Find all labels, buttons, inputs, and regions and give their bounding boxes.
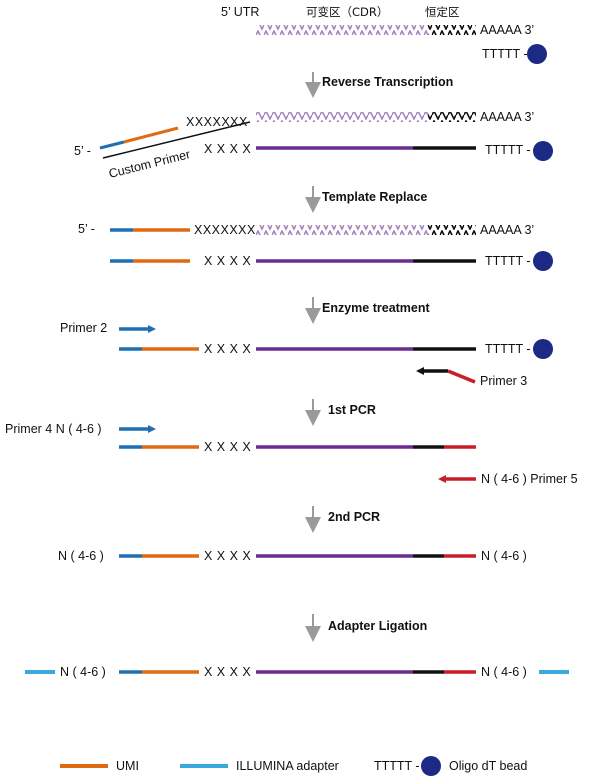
- step-label: 2nd PCR: [328, 510, 380, 524]
- mrna-top: 5’ UTR 可变区（CDR） 恒定区 AAAAA 3’ TTTTT -: [221, 5, 547, 64]
- n46-right-label: N ( 4-6 ): [481, 665, 527, 679]
- primer5-arrowhead: [438, 475, 446, 483]
- variable-region-label: 可变区（CDR）: [306, 5, 388, 19]
- xxxxxxx-label: XXXXXXX: [186, 115, 248, 129]
- polyt-label: TTTTT -: [485, 254, 531, 268]
- xxxx-label: X X X X: [204, 665, 251, 679]
- rt-product: XXXXXXX AAAAA 3’ Custom Primer 5’ - X X …: [74, 110, 553, 181]
- n46-left-label: N ( 4-6 ): [60, 665, 106, 679]
- step-label: Reverse Transcription: [322, 75, 453, 89]
- mrna-variable-wave: [256, 25, 428, 35]
- ligation-product: N ( 4-6 ) X X X X N ( 4-6 ): [25, 665, 569, 679]
- xxxx-label: X X X X: [204, 254, 251, 268]
- polyt-label: TTTTT -: [482, 47, 528, 61]
- primer4-arrowhead: [148, 425, 156, 433]
- mrna-constant-wave: [428, 225, 476, 235]
- legend-oligo-prefix: TTTTT -: [374, 759, 420, 773]
- xxxx-label: X X X X: [204, 142, 251, 156]
- n46-right-label: N ( 4-6 ): [481, 549, 527, 563]
- primer2-label: Primer 2: [60, 321, 107, 335]
- mrna-variable-wave: [256, 225, 428, 235]
- primer-umi-segment: [123, 126, 179, 144]
- polya-label: AAAAA 3’: [480, 23, 534, 37]
- xxxx-label: X X X X: [204, 440, 251, 454]
- polya-label: AAAAA 3’: [480, 223, 534, 237]
- legend: UMI ILLUMINA adapter TTTTT - Oligo dT be…: [60, 756, 527, 776]
- polyt-label: TTTTT -: [485, 143, 531, 157]
- polya-label: AAAAA 3’: [480, 110, 534, 124]
- step-1st-pcr: 1st PCR: [305, 399, 376, 426]
- primer3-arrowhead: [416, 367, 424, 375]
- enzyme-product: Primer 2 X X X X TTTTT - Primer 3: [60, 321, 553, 388]
- primer5-label: N ( 4-6 ) Primer 5: [481, 472, 578, 486]
- primer4-label: Primer 4 N ( 4-6 ): [5, 422, 102, 436]
- step-enzyme-treatment: Enzyme treatment: [305, 297, 431, 324]
- constant-region-label: 恒定区: [425, 5, 460, 19]
- mrna-variable-wave: [256, 112, 428, 122]
- legend-umi-label: UMI: [116, 759, 139, 773]
- utr-label: 5’ UTR: [221, 5, 259, 19]
- five-prime-label: 5’ -: [74, 144, 91, 158]
- step-2nd-pcr: 2nd PCR: [305, 506, 380, 533]
- step-label: Template Replace: [322, 190, 427, 204]
- legend-illumina-label: ILLUMINA adapter: [236, 759, 339, 773]
- polyt-label: TTTTT -: [485, 342, 531, 356]
- n46-left-label: N ( 4-6 ): [58, 549, 104, 563]
- oligo-bead: [533, 339, 553, 359]
- template-replace-product: 5’ - XXXXXXX AAAAA 3’ X X X X TTTTT -: [78, 222, 553, 271]
- xxxx-label: X X X X: [204, 549, 251, 563]
- xxxxxxx-label: XXXXXXX: [194, 223, 256, 237]
- primer2-arrowhead: [148, 325, 156, 333]
- mrna-constant-wave: [428, 25, 476, 35]
- custom-primer-line: [102, 121, 251, 159]
- custom-primer-label: Custom Primer: [107, 147, 191, 181]
- primer3-label: Primer 3: [480, 374, 527, 388]
- xxxx-label: X X X X: [204, 342, 251, 356]
- oligo-bead: [533, 251, 553, 271]
- five-prime-label: 5’ -: [78, 222, 95, 236]
- step-template-replace: Template Replace: [305, 186, 427, 213]
- oligo-bead: [533, 141, 553, 161]
- step-label: 1st PCR: [328, 403, 376, 417]
- primer3-red: [447, 369, 476, 384]
- step-label: Adapter Ligation: [328, 619, 427, 633]
- pcr2-product: N ( 4-6 ) X X X X N ( 4-6 ): [58, 549, 527, 563]
- oligo-bead: [527, 44, 547, 64]
- step-reverse-transcription: Reverse Transcription: [305, 72, 453, 98]
- primer-blue-segment: [99, 140, 125, 150]
- legend-bead: [421, 756, 441, 776]
- step-label: Enzyme treatment: [322, 301, 431, 315]
- legend-oligo-label: Oligo dT bead: [449, 759, 527, 773]
- pcr1-product: Primer 4 N ( 4-6 ) X X X X N ( 4-6 ) Pri…: [5, 422, 578, 486]
- step-adapter-ligation: Adapter Ligation: [305, 614, 427, 642]
- mrna-constant-wave: [428, 112, 476, 122]
